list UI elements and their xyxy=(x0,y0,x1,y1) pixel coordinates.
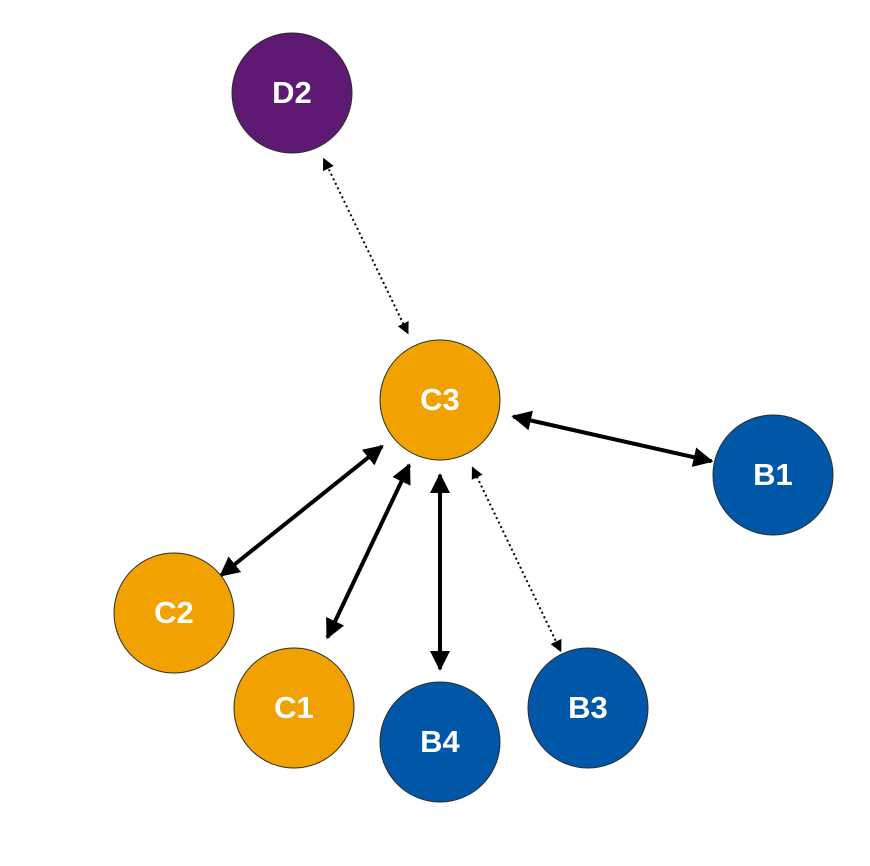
node-c1-label: C1 xyxy=(274,690,314,725)
node-c2: C2 xyxy=(113,552,235,674)
node-c3: C3 xyxy=(379,339,501,461)
node-b3-circle xyxy=(527,647,649,769)
node-b4-circle xyxy=(379,681,501,803)
node-b1-circle xyxy=(712,414,834,536)
node-b1-label: B1 xyxy=(753,457,793,492)
node-d2: D2 xyxy=(231,32,353,154)
node-b4-label: B4 xyxy=(420,724,460,759)
edge-c3-c2-solid xyxy=(219,444,384,578)
node-b4: B4 xyxy=(379,681,501,803)
node-d2-circle xyxy=(231,32,353,154)
node-b3-label: B3 xyxy=(568,690,608,725)
node-c1-circle xyxy=(233,647,355,769)
edge-c3-b1-solid xyxy=(511,410,714,467)
edge-c3-d2-dotted xyxy=(322,157,409,335)
node-c3-label: C3 xyxy=(420,382,460,417)
node-c2-label: C2 xyxy=(154,595,194,630)
edge-c3-b3-dotted xyxy=(471,466,562,653)
node-b3: B3 xyxy=(527,647,649,769)
edge-c3-c1-solid xyxy=(325,463,412,640)
node-b1: B1 xyxy=(712,414,834,536)
node-d2-label: D2 xyxy=(272,75,312,110)
edges-layer xyxy=(219,157,714,671)
node-c2-circle xyxy=(113,552,235,674)
node-c1: C1 xyxy=(233,647,355,769)
node-c3-circle xyxy=(379,339,501,461)
